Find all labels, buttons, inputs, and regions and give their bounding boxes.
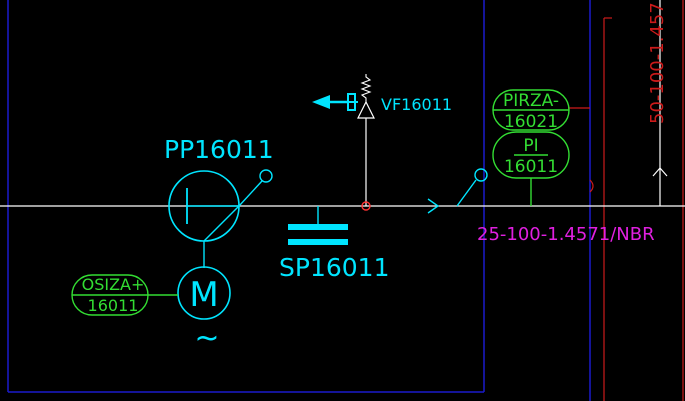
line-spec-main: 25-100-1.4571/NBR	[477, 224, 655, 245]
vent-outlet-arrow-icon	[312, 95, 330, 109]
line-valve-lever	[456, 179, 477, 207]
pump-symbol[interactable]	[168, 169, 273, 242]
vertical-flow-arrow	[652, 167, 668, 177]
line-valve-symbol[interactable]	[456, 168, 488, 207]
vent-valve-tag: VF16011	[381, 95, 452, 114]
line-valve-bubble	[474, 168, 488, 182]
pi-line1: PI	[523, 136, 538, 156]
line-spec-vertical: 50-100-1.457	[647, 2, 668, 124]
pirza-line1: PIRZA-	[503, 91, 559, 111]
motor-supply-symbol: ~	[194, 321, 219, 356]
pi-instrument[interactable]: PI 16011	[492, 131, 570, 179]
valve-spring-icon	[360, 74, 372, 102]
strainer-plate-top	[288, 224, 348, 230]
motor-interlock-line2: 16011	[88, 296, 139, 315]
motor-symbol[interactable]: M	[177, 266, 231, 320]
pirza-instrument[interactable]: PIRZA- 16021	[492, 89, 570, 132]
motor-circle	[177, 266, 231, 320]
strainer-tag: SP16011	[279, 253, 389, 282]
tee-node	[361, 201, 371, 211]
strainer-plate-bottom	[288, 239, 348, 245]
vent-valve-body	[357, 100, 375, 119]
flow-arrow	[427, 198, 440, 214]
pump-tag: PP16011	[164, 135, 274, 164]
pump-discharge-line-lower	[203, 205, 240, 242]
pump-vent-lead	[238, 180, 263, 207]
red-pipe-crossover	[589, 179, 594, 193]
vent-valve-symbol[interactable]	[312, 74, 375, 119]
strainer-symbol[interactable]	[288, 224, 348, 245]
pump-vent-bubble	[259, 169, 273, 183]
motor-interlock-line1: OSIZA+	[82, 275, 145, 294]
motor-letter: M	[189, 275, 218, 315]
motor-interlock-instrument[interactable]: OSIZA+ 16011	[71, 274, 178, 316]
pi-line2: 16011	[504, 157, 558, 177]
pirza-line2: 16021	[504, 112, 558, 132]
